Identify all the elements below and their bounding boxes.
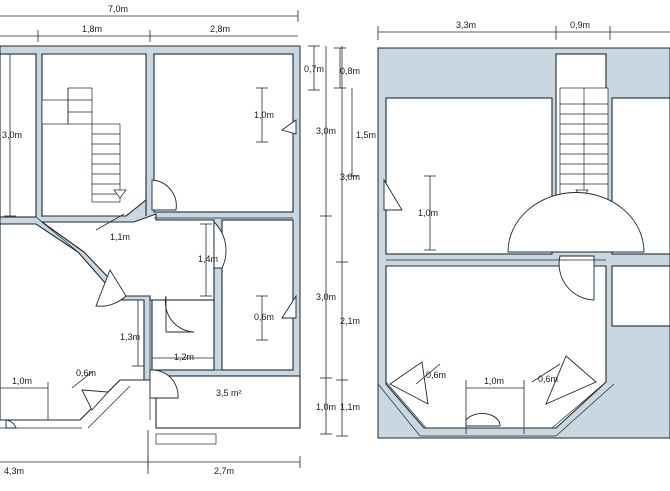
room-east: [221, 219, 294, 371]
left-dim-small-vertical: 1,3m: [120, 332, 140, 342]
right-dim-left-c: 3,0m: [340, 172, 360, 182]
left-dim-right-a: 0,7m: [304, 64, 324, 74]
right-dim-bay-b: 1,0m: [484, 376, 504, 386]
right-dim-left-d: 2,1m: [340, 316, 360, 326]
left-dim-top-b: 2,8m: [210, 24, 230, 34]
right-dim-bay-c: 0,6m: [538, 374, 558, 384]
right-dim-left-b: 1,5m: [356, 130, 376, 140]
left-dim-bottom-total-b: 2,7m: [214, 466, 234, 476]
stairs-left: [41, 87, 127, 203]
left-dim-top-a: 1,8m: [82, 24, 102, 34]
left-dim-bottom-total-a: 4,3m: [4, 466, 24, 476]
stairs-right: [559, 87, 609, 201]
left-dim-corridor: 1,4m: [198, 254, 218, 264]
right-dim-bay-a: 0,6m: [426, 370, 446, 380]
left-dimension-lines: [0, 10, 332, 474]
right-dim-top-b: 0,9m: [570, 20, 590, 30]
left-dim-small-horizontal: 1,2m: [174, 352, 194, 362]
left-dim-right-b: 3,0m: [316, 126, 336, 136]
right-dim-left-a: 0,8m: [340, 66, 360, 76]
room-north-east: [153, 53, 294, 213]
terrace: [155, 375, 301, 429]
left-floor-plan: 7,0m 1,8m 2,8m 0,7m 3,0m 3,0m 1,0m 3,0m …: [0, 4, 336, 476]
right-dim-left-e: 1,1m: [340, 402, 360, 412]
left-dim-right-d: 1,0m: [316, 402, 336, 412]
left-dim-door-lower: 0,6m: [254, 312, 274, 322]
right-room-south: [385, 265, 607, 429]
terrace-step: [155, 433, 217, 445]
right-floor-plan: 3,3m 0,9m 0,8m 1,5m 3,0m 1,0m 2,1m 1,1m …: [334, 20, 670, 439]
right-landing: [507, 192, 645, 253]
right-dim-door: 1,0m: [418, 208, 438, 218]
left-dim-bottom-b: 0,6m: [76, 368, 96, 378]
right-doors: [383, 178, 597, 427]
right-dimension-lines: [334, 26, 670, 437]
left-dim-bottom-a: 1,0m: [12, 376, 32, 386]
left-area-label: 3,5 m²: [216, 388, 242, 398]
left-doors: [5, 119, 297, 429]
left-dim-right-c: 3,0m: [316, 292, 336, 302]
right-room-east: [611, 265, 670, 327]
left-dim-diagonal: 1,1m: [110, 232, 130, 242]
right-bay-walls: [377, 259, 615, 437]
left-dim-height: 3,0m: [2, 130, 22, 140]
left-dim-door-top: 1,0m: [254, 110, 274, 120]
left-dim-total-width: 7,0m: [108, 4, 128, 14]
right-dim-top-a: 3,3m: [456, 20, 476, 30]
